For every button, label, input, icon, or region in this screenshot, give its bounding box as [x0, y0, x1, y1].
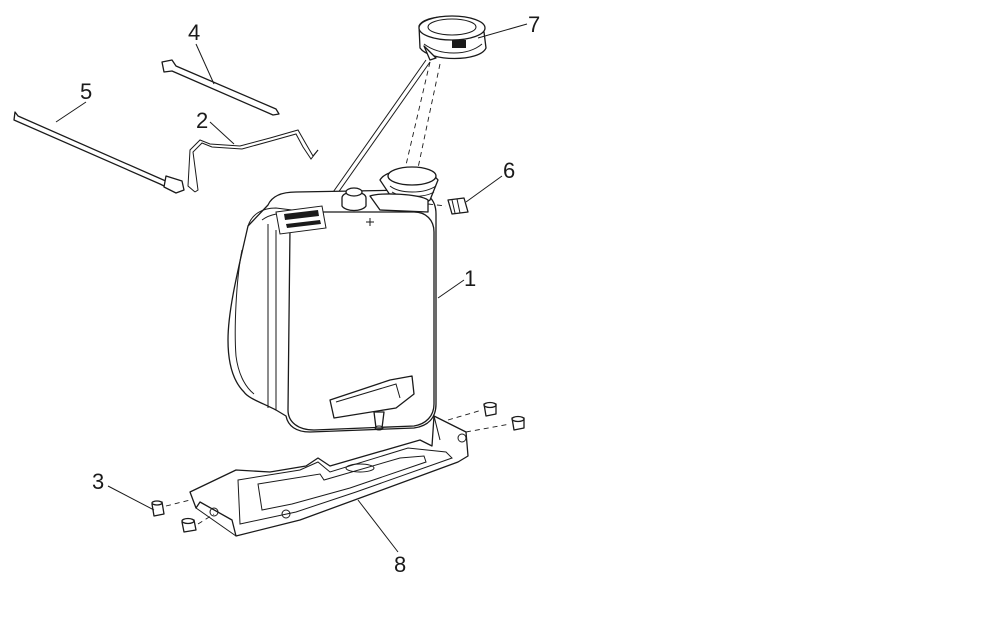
screw-right-lower	[511, 415, 525, 431]
screw-right-upper	[483, 401, 497, 417]
screws	[151, 401, 525, 533]
screw-left-lower	[181, 517, 197, 533]
callout-2: 2	[196, 108, 208, 133]
cable-tie-large	[13, 111, 185, 194]
leader-lines	[55, 23, 528, 553]
callout-3: 3	[92, 469, 104, 494]
cable-tie-small	[161, 59, 280, 116]
fuel-tank	[227, 166, 439, 433]
callout-7: 7	[528, 12, 540, 37]
hose-fitting	[427, 197, 469, 215]
callout-5: 5	[80, 79, 92, 104]
callout-4: 4	[188, 20, 200, 45]
screw-left-upper	[151, 500, 165, 517]
mounting-bracket	[189, 415, 469, 537]
callout-6: 6	[503, 158, 515, 183]
callout-1: 1	[464, 266, 476, 291]
hose-clip	[187, 129, 319, 193]
callout-8: 8	[394, 552, 406, 577]
